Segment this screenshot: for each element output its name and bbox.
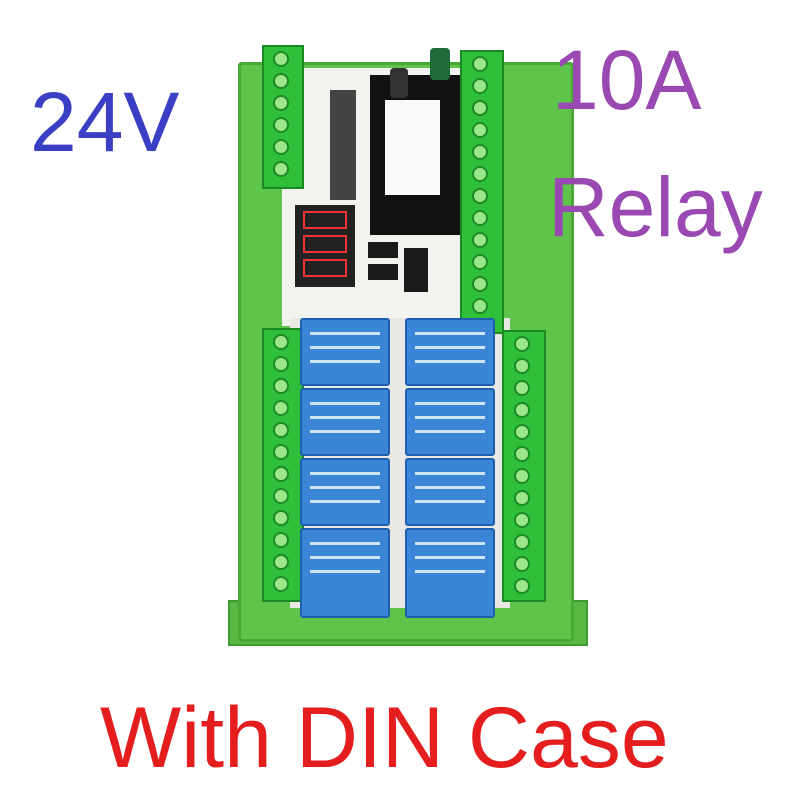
screw-icon: [472, 122, 488, 138]
screw-icon: [273, 510, 289, 526]
relay: [300, 318, 390, 386]
screw-icon: [472, 254, 488, 270]
esp32-label: [385, 100, 440, 195]
ic-chip: [404, 248, 428, 292]
screw-icon: [472, 276, 488, 292]
screw-icon: [514, 424, 530, 440]
capacitor: [390, 68, 408, 98]
screw-icon: [273, 378, 289, 394]
screw-icon: [514, 446, 530, 462]
screw-icon: [273, 95, 289, 111]
screw-icon: [514, 490, 530, 506]
screw-icon: [514, 512, 530, 528]
screw-icon: [514, 578, 530, 594]
relay: [405, 388, 495, 456]
screw-icon: [273, 444, 289, 460]
screw-icon: [514, 468, 530, 484]
seven-segment-display: [295, 205, 355, 287]
screw-icon: [472, 166, 488, 182]
screw-icon: [472, 188, 488, 204]
screw-icon: [514, 556, 530, 572]
screw-icon: [273, 400, 289, 416]
ic-chip: [368, 264, 398, 280]
screw-icon: [273, 51, 289, 67]
screw-icon: [472, 210, 488, 226]
screw-icon: [273, 532, 289, 548]
screw-icon: [273, 139, 289, 155]
screw-icon: [273, 422, 289, 438]
screw-icon: [472, 298, 488, 314]
screw-icon: [273, 334, 289, 350]
ic-chip: [368, 242, 398, 258]
screw-icon: [273, 554, 289, 570]
relay: [405, 458, 495, 526]
screw-icon: [273, 73, 289, 89]
screw-icon: [273, 466, 289, 482]
relay: [300, 458, 390, 526]
screw-icon: [472, 232, 488, 248]
relay: [300, 388, 390, 456]
relay-label: Relay: [548, 160, 763, 254]
screw-icon: [273, 161, 289, 177]
led-array: [330, 90, 356, 200]
caption-label: With DIN Case: [100, 690, 669, 786]
current-rating-label: 10A: [552, 33, 702, 127]
screw-icon: [273, 356, 289, 372]
screw-icon: [514, 380, 530, 396]
screw-icon: [514, 336, 530, 352]
screw-icon: [472, 100, 488, 116]
screw-icon: [273, 117, 289, 133]
screw-icon: [514, 534, 530, 550]
capacitor: [430, 48, 450, 80]
screw-icon: [273, 488, 289, 504]
screw-icon: [472, 144, 488, 160]
screw-icon: [514, 358, 530, 374]
screw-icon: [472, 56, 488, 72]
relay: [405, 318, 495, 386]
relay: [405, 528, 495, 618]
screw-icon: [472, 78, 488, 94]
relay: [300, 528, 390, 618]
screw-icon: [514, 402, 530, 418]
voltage-label: 24V: [30, 75, 180, 169]
screw-icon: [273, 576, 289, 592]
